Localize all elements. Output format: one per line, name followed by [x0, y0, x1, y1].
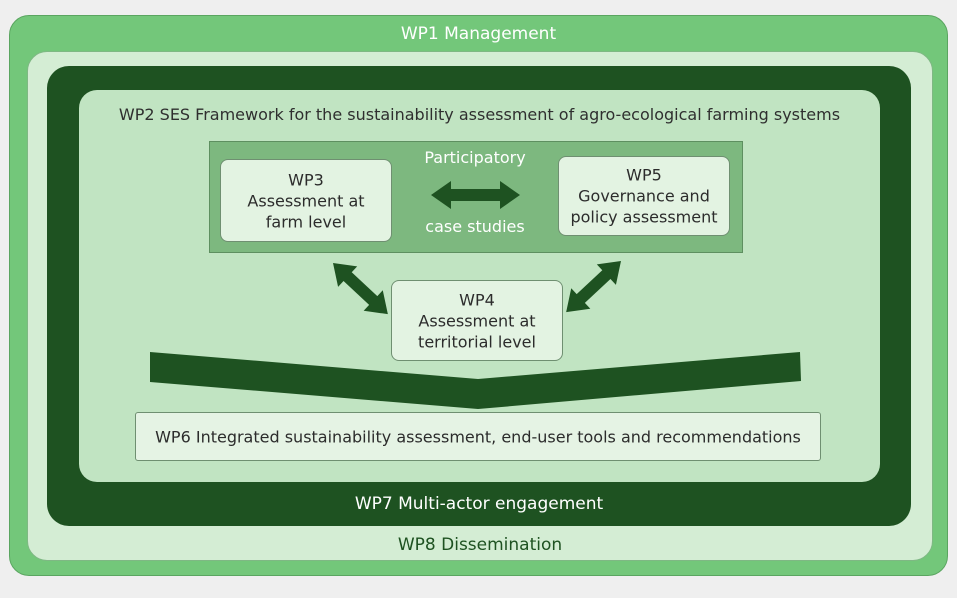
wp4-line3: territorial level [418, 332, 536, 351]
integration-funnel-shape [150, 352, 801, 409]
wp6-title: WP6 Integrated sustainability assessment… [155, 427, 801, 446]
wp5-box: WP5 Governance and policy assessment [558, 156, 730, 236]
wp3-box: WP3 Assessment at farm level [220, 159, 392, 242]
wp4-box: WP4 Assessment at territorial level [391, 280, 563, 361]
wp3-line2: Assessment at [247, 191, 365, 210]
wp7-title: WP7 Multi-actor engagement [354, 494, 604, 514]
wp3-line3: farm level [265, 212, 347, 231]
wp2-title: WP2 SES Framework for the sustainability… [118, 105, 841, 124]
wp5-line2: Governance and [578, 186, 710, 206]
wp6-box: WP6 Integrated sustainability assessment… [135, 412, 821, 461]
wp1-title: WP1 Management [400, 24, 557, 44]
wp5-wp4-double-arrow [566, 261, 621, 313]
wp4-number: WP4 [459, 290, 495, 309]
wp3-number: WP3 [288, 170, 324, 189]
wp4-line2: Assessment at [418, 311, 536, 330]
wp5-number: WP5 [626, 165, 662, 185]
wp8-title: WP8 Dissemination [397, 535, 563, 555]
wp3-wp4-double-arrow [333, 263, 388, 315]
case-studies-label: case studies [425, 217, 525, 236]
wp3-wp5-double-arrow [431, 181, 520, 209]
wp5-line3: policy assessment [570, 207, 718, 227]
participatory-label: Participatory [424, 148, 526, 167]
